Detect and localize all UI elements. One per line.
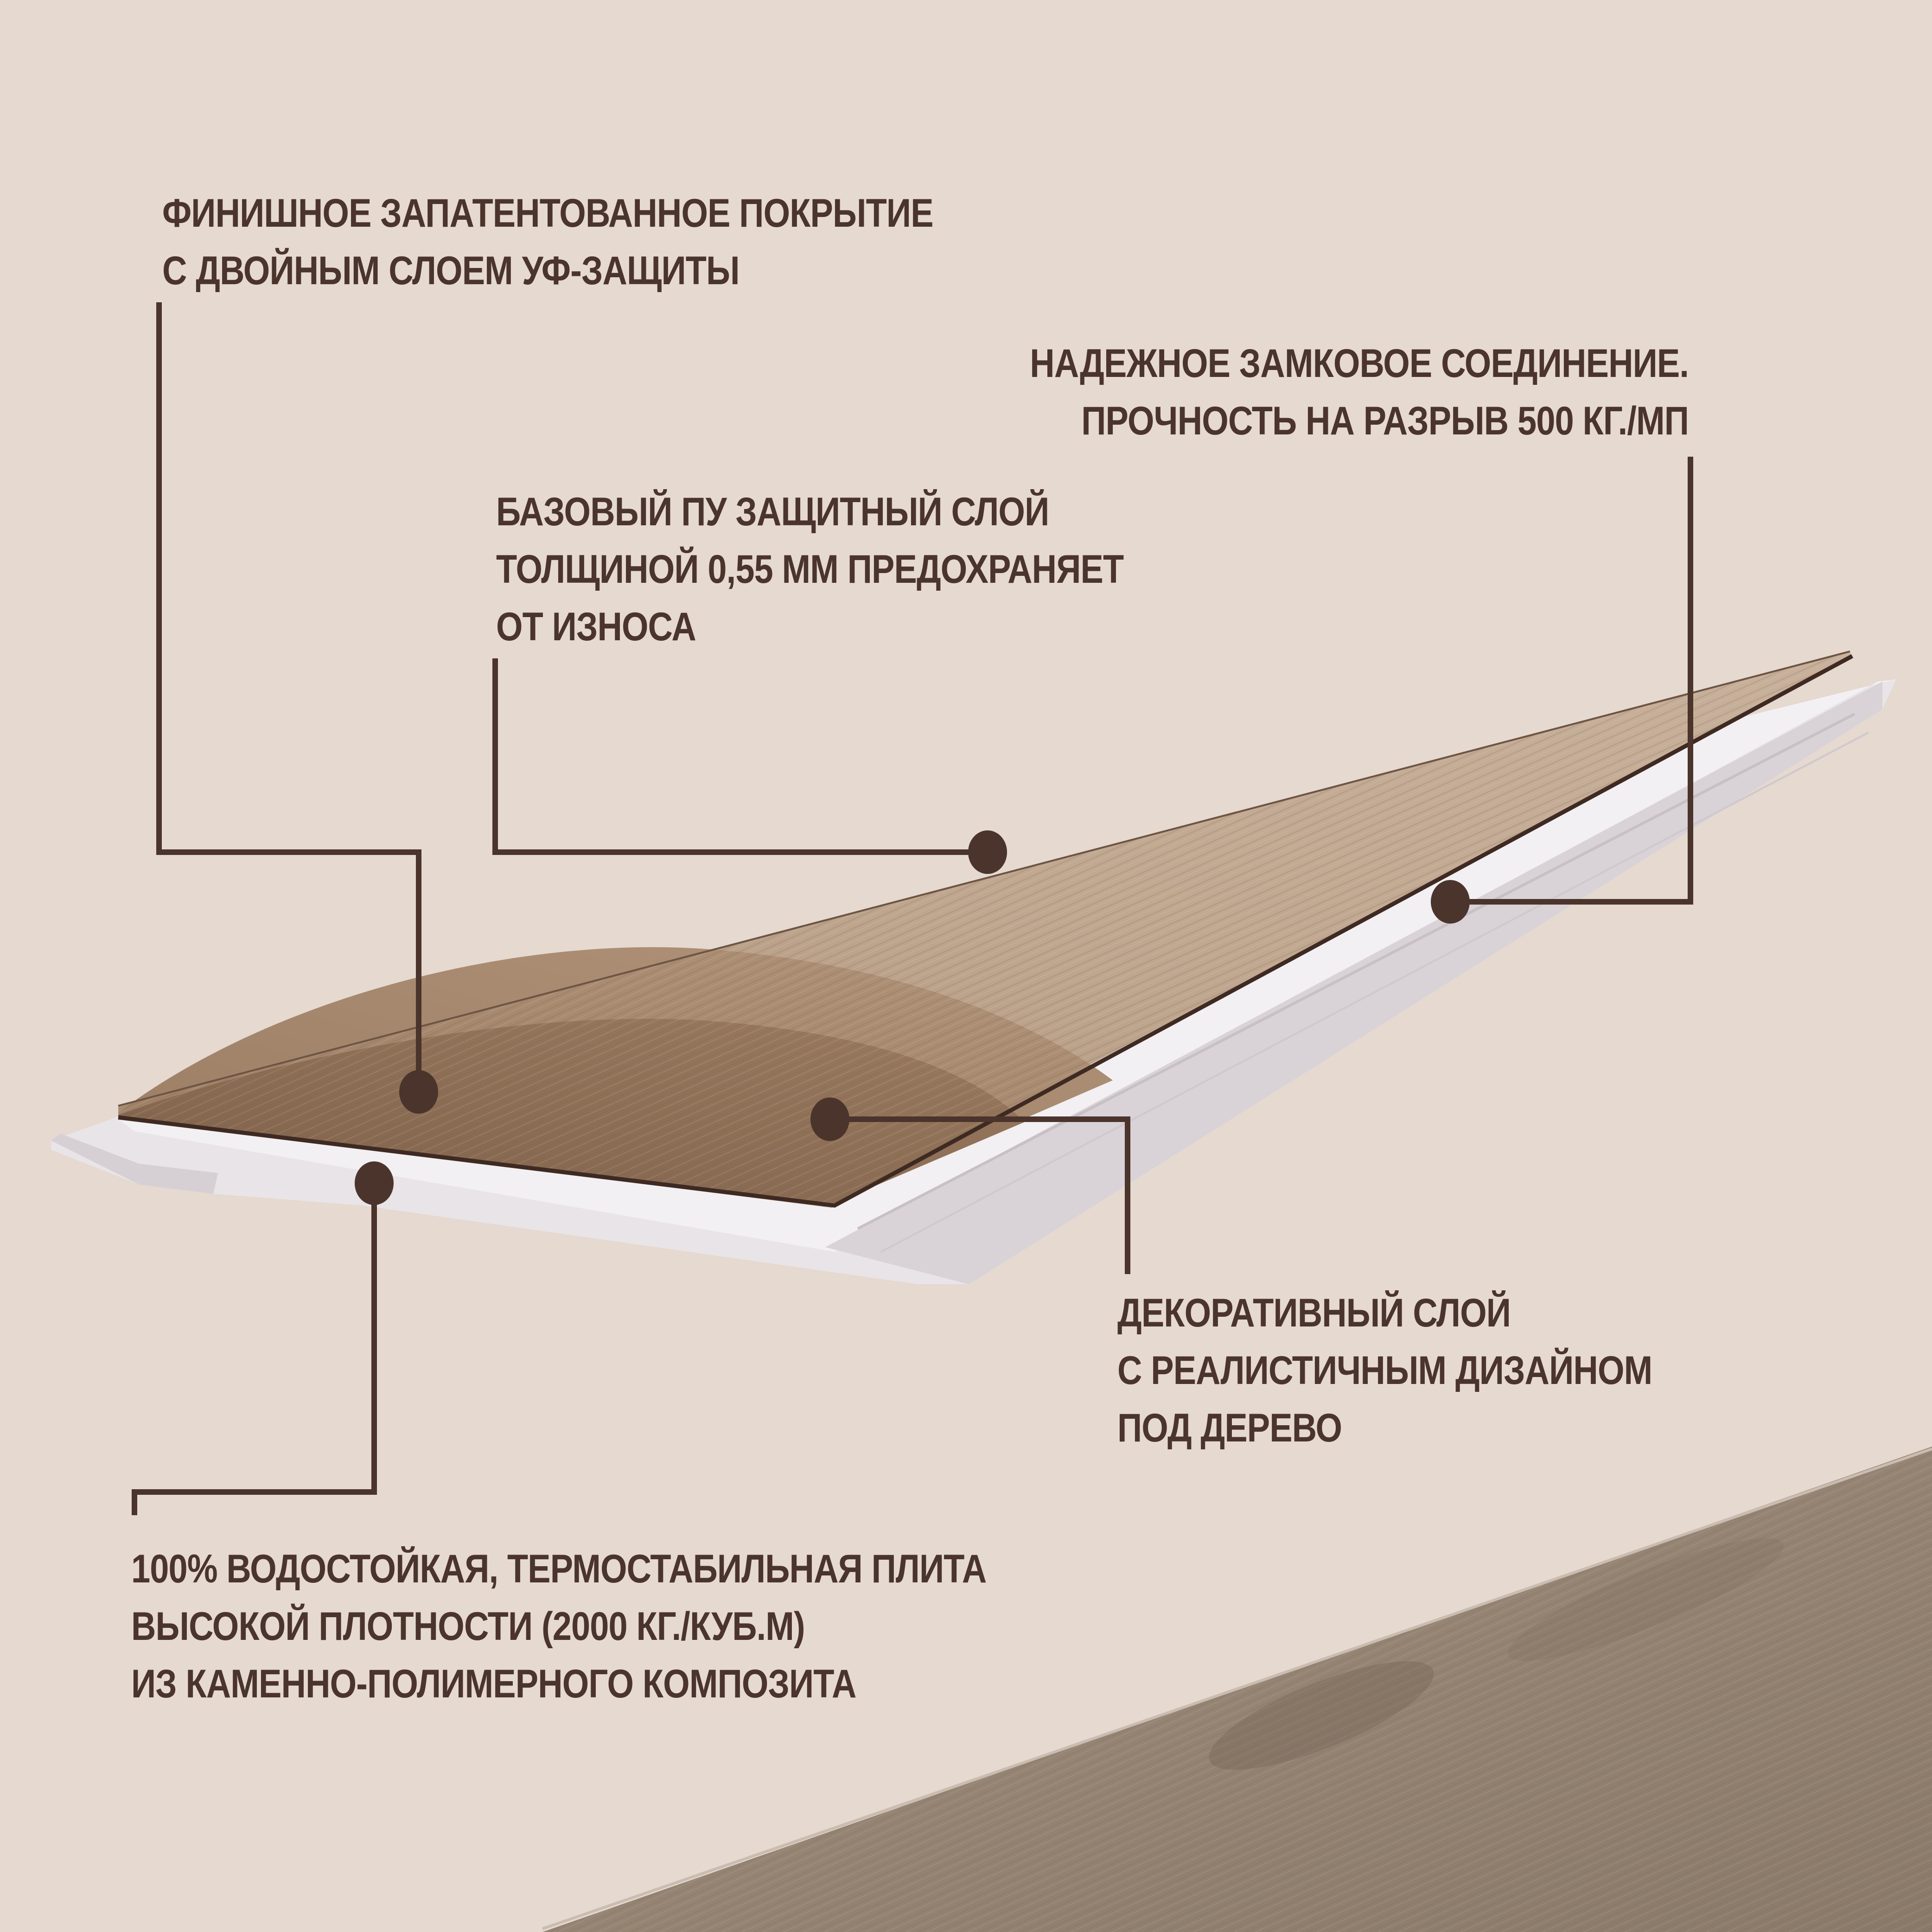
- callout-line: Базовый ПУ защитный слой: [496, 490, 1049, 534]
- callout-lock-joint: Надежное замковое соединение. Прочность …: [1030, 335, 1689, 450]
- plank-top-layer: [118, 650, 1854, 1208]
- dot-spc-core: [355, 1161, 394, 1205]
- dot-lock-joint: [1431, 880, 1470, 924]
- dot-pu-layer: [968, 830, 1007, 874]
- callout-spc-core: 100% водостойкая, термостабильная плита …: [131, 1540, 987, 1713]
- floor-wood-texture: [542, 1447, 1932, 1932]
- connector-finish-coating: [156, 302, 421, 1090]
- connector-decor-layer: [830, 1116, 1130, 1274]
- callout-line: Декоративный слой: [1117, 1291, 1511, 1335]
- callout-line: Финишное запатентованное покрытие: [162, 191, 934, 236]
- connector-spc-core: [132, 1185, 377, 1515]
- callout-line: с реалистичным дизайном: [1117, 1348, 1652, 1393]
- dot-finish-coating: [399, 1070, 438, 1114]
- connector-pu-layer: [492, 658, 988, 855]
- callout-line: от износа: [496, 605, 696, 649]
- connector-lock-joint: [1451, 457, 1693, 905]
- callout-line: толщиной 0,55 мм предохраняет: [496, 547, 1124, 592]
- callout-line: 100% водостойкая, термостабильная плита: [131, 1547, 987, 1591]
- dot-decor-layer: [810, 1097, 849, 1141]
- callout-line: высокой плотности (2000 кг./куб.м): [131, 1604, 805, 1649]
- callout-line: с двойным слоем УФ-защиты: [162, 249, 740, 293]
- callout-finish-coating: Финишное запатентованное покрытие с двой…: [162, 185, 934, 300]
- callout-line: Прочность на разрыв 500 кг./мп: [1081, 399, 1689, 443]
- callout-pu-layer: Базовый ПУ защитный слой толщиной 0,55 м…: [496, 483, 1124, 656]
- callout-connectors: [132, 302, 1693, 1515]
- callout-line: из каменно-полимерного композита: [131, 1662, 856, 1706]
- callout-decor-layer: Декоративный слой с реалистичным дизайно…: [1117, 1284, 1652, 1457]
- callout-line: под дерево: [1117, 1406, 1342, 1450]
- callout-line: Надежное замковое соединение.: [1030, 341, 1689, 386]
